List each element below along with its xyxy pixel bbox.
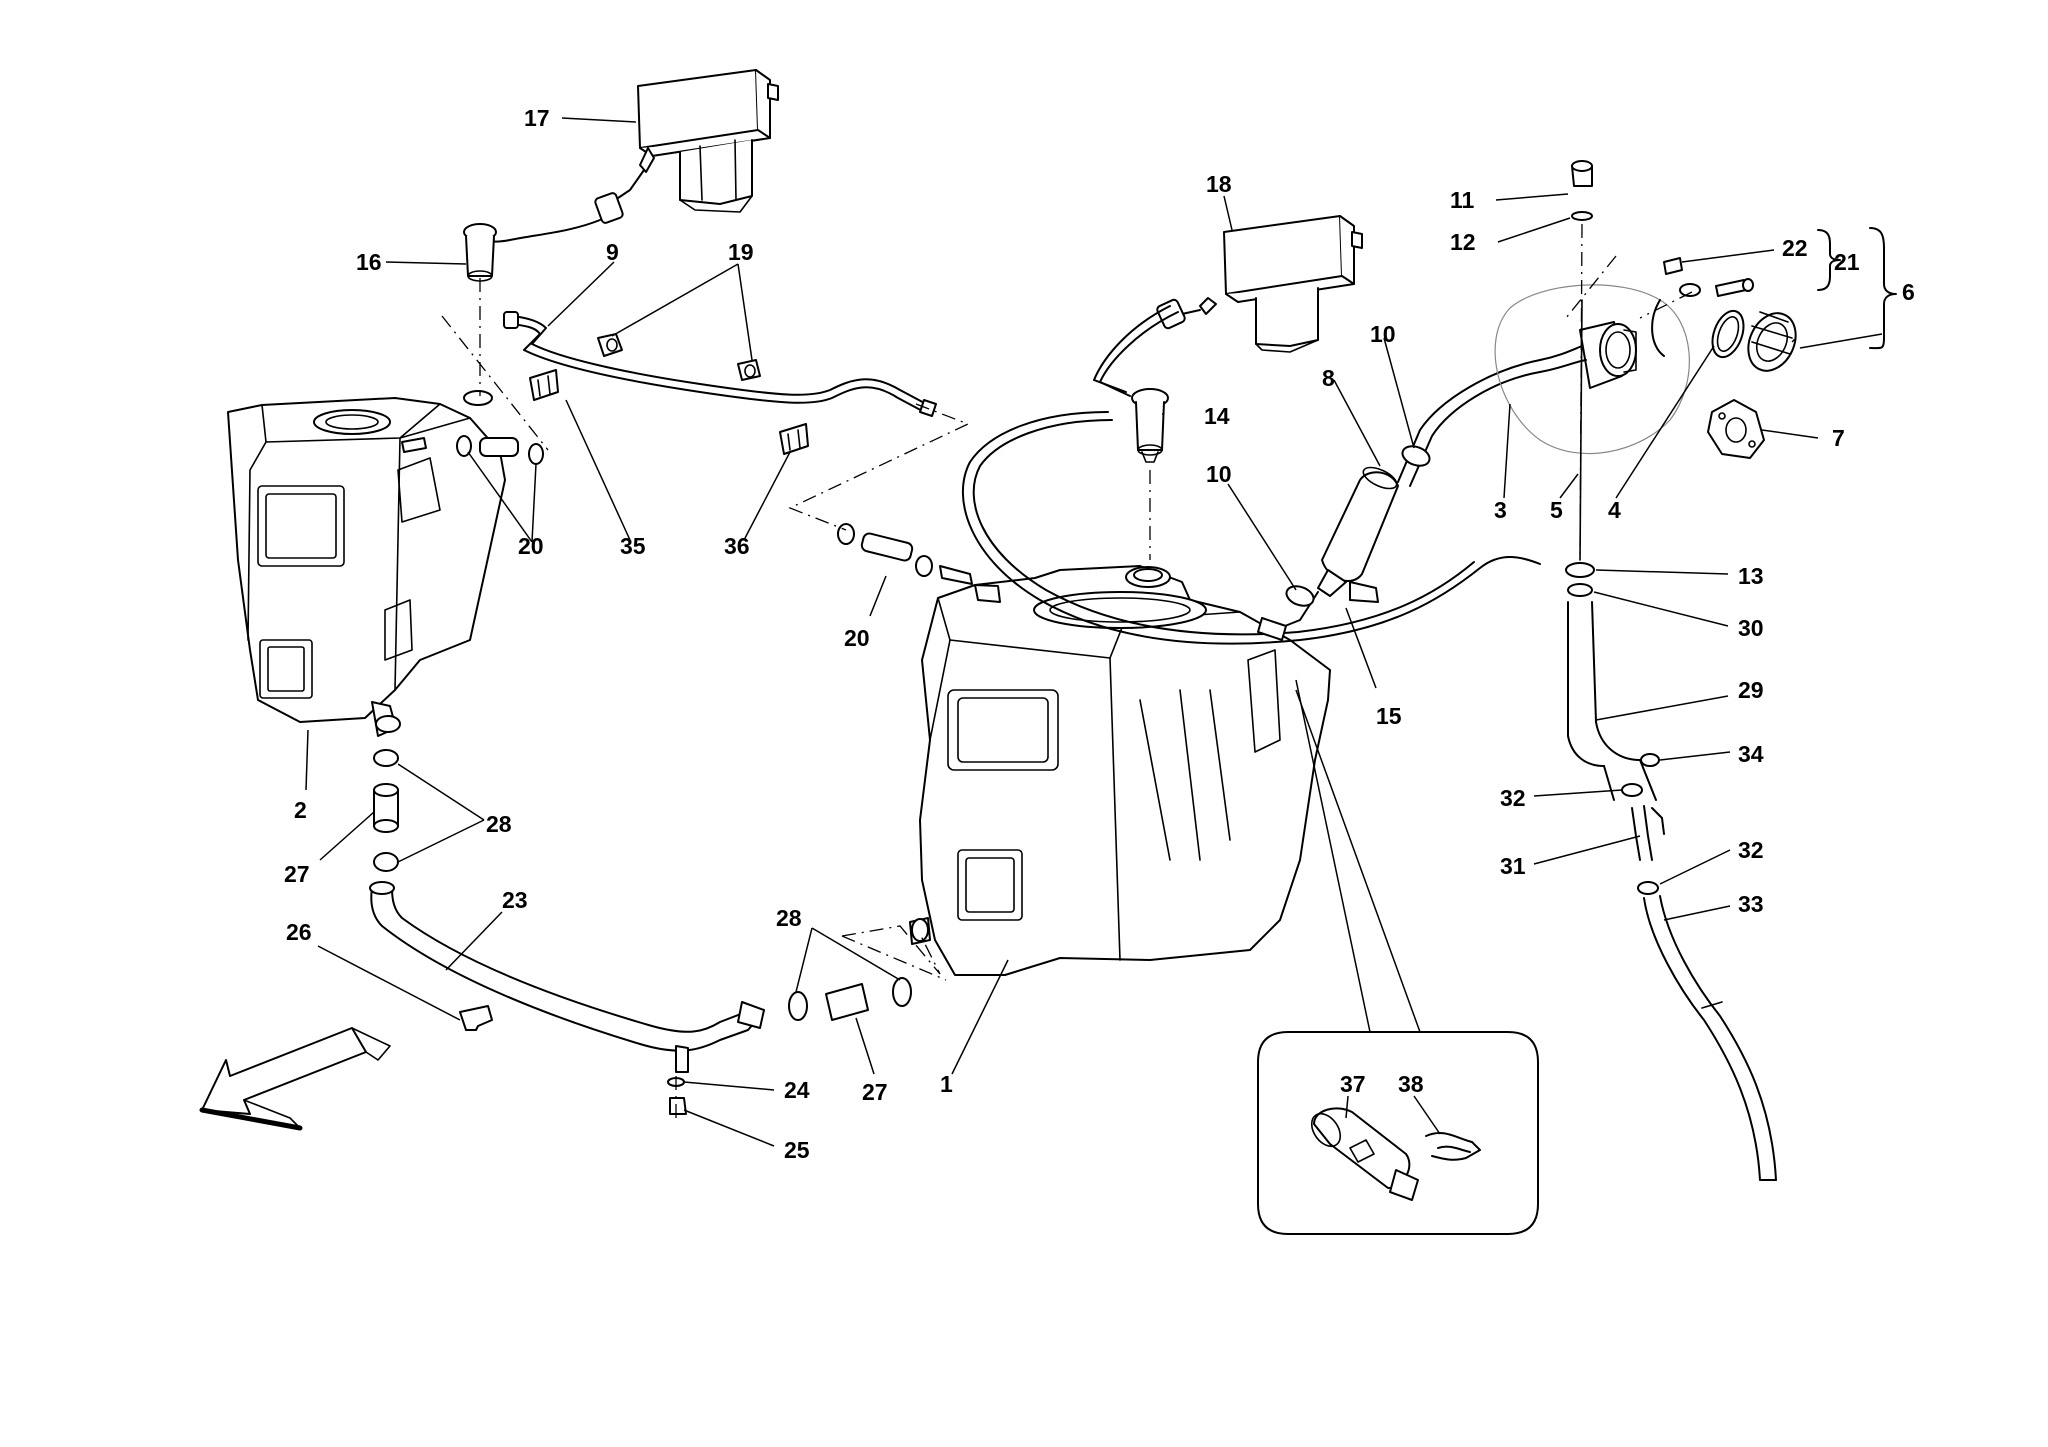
callout-38: 38 xyxy=(1398,1071,1424,1097)
assembly-lines xyxy=(441,223,1693,1120)
drain-plug-25 xyxy=(669,1097,687,1115)
vent-hose-29 xyxy=(1567,601,1657,801)
callout-9: 9 xyxy=(606,239,619,265)
vent-hose-33 xyxy=(1643,895,1777,1181)
callout-13: 13 xyxy=(1738,563,1764,589)
crossover-pipe-23 xyxy=(369,881,765,1073)
bracket-26 xyxy=(459,1005,493,1031)
harness-clip-19b xyxy=(737,359,761,381)
connector-set-20-left xyxy=(401,435,544,465)
callout-18: 18 xyxy=(1206,171,1232,197)
callout-4: 4 xyxy=(1608,497,1621,523)
callout-15: 15 xyxy=(1376,703,1402,729)
callout-30: 30 xyxy=(1738,615,1764,641)
callout-6: 6 xyxy=(1902,279,1915,305)
callout-32-upper: 32 xyxy=(1500,785,1526,811)
fuel-level-sender-16 xyxy=(463,223,497,282)
callout-26: 26 xyxy=(286,919,312,945)
callout-12: 12 xyxy=(1450,229,1476,255)
connection-hose-27-left xyxy=(373,749,399,872)
pump-module-18 xyxy=(1156,215,1363,353)
callout-35: 35 xyxy=(620,533,646,559)
fuel-level-sender-14 xyxy=(1131,388,1169,582)
harness-clip-19a xyxy=(597,333,623,357)
left-fuel-tank xyxy=(227,390,506,737)
callout-29: 29 xyxy=(1738,677,1764,703)
front-direction-arrow-icon xyxy=(199,1027,391,1131)
callout-33: 33 xyxy=(1738,891,1764,917)
callout-21: 21 xyxy=(1834,249,1860,275)
callout-16: 16 xyxy=(356,249,382,275)
vent-fitting-31 xyxy=(1631,805,1665,861)
non-return-valve-37 xyxy=(1310,1107,1419,1201)
wiring-harness-9 xyxy=(503,311,937,417)
callout-10-lower: 10 xyxy=(1206,461,1232,487)
clamp-32-lower xyxy=(1637,881,1659,895)
callout-34: 34 xyxy=(1738,741,1764,767)
clamp-32-upper xyxy=(1621,783,1643,797)
callout-22: 22 xyxy=(1782,235,1808,261)
right-fuel-tank xyxy=(909,565,1331,976)
callout-3: 3 xyxy=(1494,497,1507,523)
callout-8: 8 xyxy=(1322,365,1335,391)
harness-clip-36 xyxy=(779,423,809,455)
connection-hose-27-right xyxy=(788,977,912,1021)
clamp-34 xyxy=(1640,753,1660,767)
callout-numbers: 1 2 3 4 5 6 7 8 9 10 10 11 12 13 14 15 1… xyxy=(284,105,1915,1163)
callout-28-right: 28 xyxy=(776,905,802,931)
callout-17: 17 xyxy=(524,105,550,131)
harness-clip-35 xyxy=(529,369,559,401)
retaining-clip-38 xyxy=(1425,1132,1481,1161)
detail-inset xyxy=(1257,1031,1539,1235)
callout-19: 19 xyxy=(728,239,754,265)
callout-28-left: 28 xyxy=(486,811,512,837)
callout-36: 36 xyxy=(724,533,750,559)
callout-11: 11 xyxy=(1450,187,1475,213)
callout-32-lower: 32 xyxy=(1738,837,1764,863)
callout-23: 23 xyxy=(502,887,528,913)
hose-clamp-10-lower xyxy=(1285,585,1315,607)
connector-set-20-right xyxy=(837,523,973,585)
vent-valve-11 xyxy=(1571,160,1593,187)
callout-1: 1 xyxy=(940,1071,953,1097)
callout-2: 2 xyxy=(294,797,307,823)
callout-20-left: 20 xyxy=(518,533,544,559)
clamp-30 xyxy=(1567,583,1593,597)
filler-neck-assembly xyxy=(1494,257,1797,561)
washer-12 xyxy=(1571,211,1593,221)
callout-20-right: 20 xyxy=(844,625,870,651)
callout-10-upper: 10 xyxy=(1370,321,1396,347)
hose-clamp-10-upper xyxy=(1401,445,1431,467)
callout-27-right: 27 xyxy=(862,1079,888,1105)
callout-24: 24 xyxy=(784,1077,810,1103)
callout-5: 5 xyxy=(1550,497,1563,523)
callout-7: 7 xyxy=(1832,425,1845,451)
pump-module-17 xyxy=(477,69,779,243)
washer-13 xyxy=(1565,562,1595,578)
fuel-filter-pipe-8 xyxy=(1257,359,1541,641)
callout-leaders xyxy=(305,117,1883,1147)
callout-27-left: 27 xyxy=(284,861,310,887)
wiring-harness-15 xyxy=(961,305,1541,645)
callout-37: 37 xyxy=(1340,1071,1366,1097)
callout-25: 25 xyxy=(784,1137,810,1163)
callout-31: 31 xyxy=(1500,853,1526,879)
brace-21 xyxy=(1817,229,1841,291)
brace-6 xyxy=(1869,227,1897,350)
callout-14: 14 xyxy=(1204,403,1230,429)
